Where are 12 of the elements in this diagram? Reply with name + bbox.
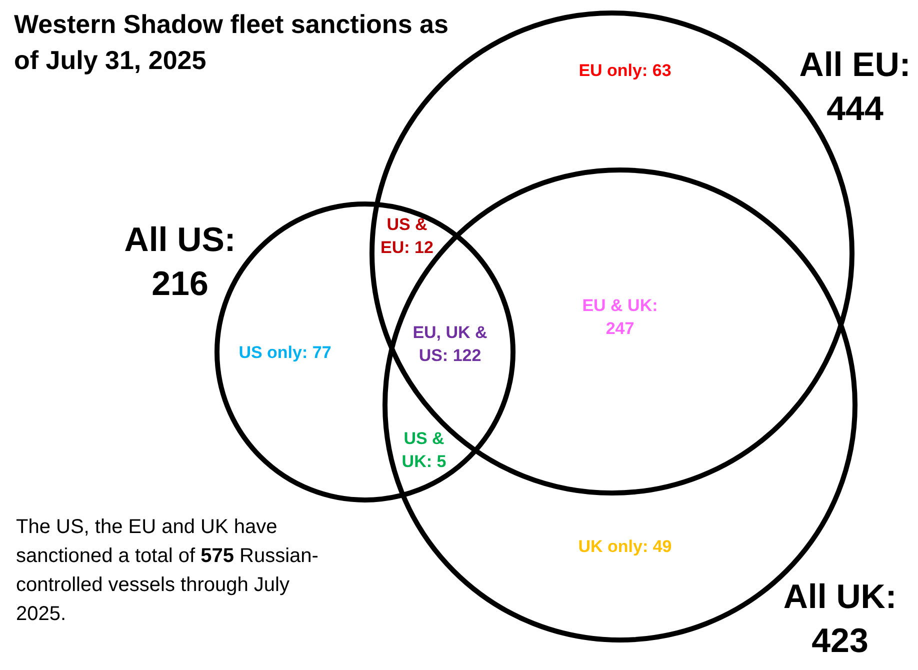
- region-count-label: EU only: 63: [578, 60, 672, 82]
- set-total-label: All EU: 444: [798, 45, 912, 130]
- region-count-label: US only: 77: [238, 342, 332, 364]
- region-count-label: UK only: 49: [577, 536, 673, 558]
- region-count-label: EU, UK & US: 122: [412, 322, 488, 367]
- chart-title: Western Shadow fleet sanctions as of July 31, 2025: [14, 8, 450, 78]
- set-total-label: All UK: 423: [782, 577, 898, 662]
- set-total-label: All US: 216: [123, 220, 237, 306]
- region-count-label: EU & UK: 247: [581, 295, 659, 340]
- region-count-label: US & UK: 5: [400, 428, 448, 473]
- region-count-label: US & EU: 12: [380, 214, 434, 259]
- summary-note: The US, the EU and UK have sanctioned a total of 575 Russian-controlled vessels through July 2025.: [16, 515, 320, 627]
